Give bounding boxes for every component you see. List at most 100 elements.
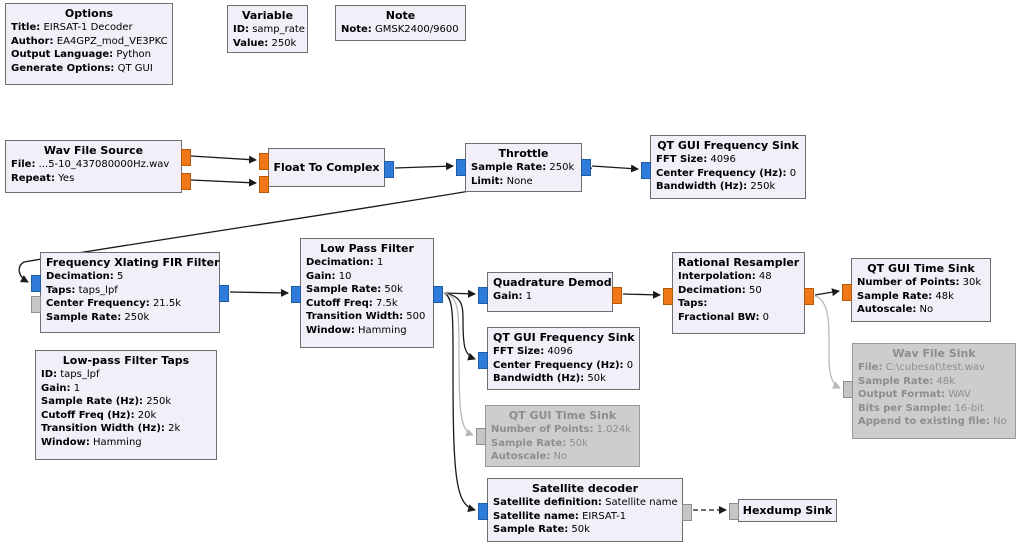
block-title: Options bbox=[64, 7, 114, 20]
block-title: Note bbox=[385, 9, 416, 22]
block-wav-file-source[interactable]: Wav File Source File: ...5-10_437080000H… bbox=[5, 140, 191, 193]
param-transition-width: Transition Width (Hz): 2k bbox=[41, 423, 181, 434]
param-id: ID: taps_lpf bbox=[41, 369, 100, 380]
port-out-float[interactable] bbox=[804, 288, 814, 305]
block-throttle[interactable]: Throttle Sample Rate: 250k Limit: None bbox=[456, 143, 591, 192]
port-in-float-0[interactable] bbox=[259, 153, 269, 170]
block-title: Low-pass Filter Taps bbox=[62, 354, 190, 367]
port-out-complex[interactable] bbox=[384, 161, 394, 178]
param-value: Value: 250k bbox=[233, 37, 297, 49]
port-in-complex[interactable] bbox=[641, 162, 651, 179]
block-qt-gui-frequency-sink-mid[interactable]: QT GUI Frequency Sink FFT Size: 4096 Cen… bbox=[478, 327, 640, 390]
block-qt-gui-time-sink[interactable]: QT GUI Time Sink Number of Points: 30k S… bbox=[842, 258, 991, 322]
block-title: Variable bbox=[241, 9, 294, 22]
port-in-float[interactable] bbox=[842, 284, 852, 301]
block-title: QT GUI Time Sink bbox=[867, 262, 975, 275]
port-in-disabled[interactable] bbox=[843, 381, 853, 398]
param-gain: Gain: 1 bbox=[41, 382, 81, 394]
param-center-frequency: Center Frequency (Hz): 0 bbox=[493, 359, 634, 371]
param-output-format: Output Format: WAV bbox=[858, 389, 971, 400]
block-title: Hexdump Sink bbox=[742, 504, 833, 517]
param-append: Append to existing file: No bbox=[858, 416, 1007, 427]
block-quadrature-demod[interactable]: Quadrature Demod Gain: 1 bbox=[478, 272, 622, 312]
param-interpolation: Interpolation: 48 bbox=[678, 271, 772, 282]
block-title: Quadrature Demod bbox=[493, 276, 612, 289]
param-taps: Taps: bbox=[678, 298, 708, 309]
param-sample-rate: Sample Rate: 250k bbox=[46, 311, 150, 323]
param-cutoff-freq: Cutoff Freq: 7.5k bbox=[306, 297, 398, 309]
block-float-to-complex[interactable]: Float To Complex bbox=[259, 148, 394, 193]
param-fractional-bw: Fractional BW: 0 bbox=[678, 311, 770, 323]
block-title: Rational Resampler bbox=[678, 256, 800, 269]
param-center-frequency: Center Frequency (Hz): 0 bbox=[656, 167, 797, 179]
param-note: Note: GMSK2400/9600 bbox=[341, 24, 459, 35]
block-qt-gui-frequency-sink-top[interactable]: QT GUI Frequency Sink FFT Size: 4096 Cen… bbox=[641, 135, 806, 199]
port-in-complex[interactable] bbox=[478, 287, 488, 304]
param-repeat: Repeat: Yes bbox=[11, 172, 75, 184]
param-taps: Taps: taps_lpf bbox=[46, 284, 118, 296]
block-note[interactable]: Note Note: GMSK2400/9600 bbox=[335, 5, 466, 41]
param-sample-rate: Sample Rate (Hz): 250k bbox=[41, 396, 172, 407]
param-autoscale: Autoscale: No bbox=[857, 304, 934, 315]
block-title: Frequency Xlating FIR Filter bbox=[46, 256, 220, 269]
block-satellite-decoder[interactable]: Satellite decoder Satellite definition: … bbox=[478, 478, 692, 542]
block-title: Low Pass Filter bbox=[320, 242, 414, 255]
param-sample-rate: Sample Rate: 50k bbox=[491, 437, 588, 449]
param-bandwidth: Bandwidth (Hz): 50k bbox=[493, 373, 606, 384]
port-in-float-1[interactable] bbox=[259, 176, 269, 193]
port-in-message-unused[interactable] bbox=[31, 296, 41, 313]
param-sample-rate: Sample Rate: 50k bbox=[493, 524, 590, 535]
port-in-message[interactable] bbox=[729, 503, 739, 520]
param-cutoff-freq: Cutoff Freq (Hz): 20k bbox=[41, 409, 157, 421]
param-transition-width: Transition Width: 500 bbox=[306, 311, 426, 322]
block-options[interactable]: Options Title: EIRSAT-1 Decoder Author: … bbox=[5, 3, 173, 85]
port-in-complex[interactable] bbox=[31, 275, 41, 292]
block-wav-file-sink-disabled[interactable]: Wav File Sink File: C:\cubesat\test.wav … bbox=[843, 343, 1016, 439]
param-fft-size: FFT Size: 4096 bbox=[656, 154, 736, 165]
block-low-pass-filter-taps[interactable]: Low-pass Filter Taps ID: taps_lpf Gain: … bbox=[35, 350, 217, 460]
port-in-complex[interactable] bbox=[478, 503, 488, 520]
port-in-complex[interactable] bbox=[456, 159, 466, 176]
port-out-float-0[interactable] bbox=[181, 149, 191, 166]
param-sample-rate: Sample Rate: 48k bbox=[857, 290, 954, 302]
param-satellite-name: Satellite name: EIRSAT-1 bbox=[493, 510, 627, 522]
param-id: ID: samp_rate bbox=[233, 24, 305, 35]
port-out-float[interactable] bbox=[612, 287, 622, 304]
block-rational-resampler[interactable]: Rational Resampler Interpolation: 48 Dec… bbox=[663, 252, 814, 334]
param-sample-rate: Sample Rate: 48k bbox=[858, 375, 955, 387]
param-decimation: Decimation: 1 bbox=[306, 257, 384, 268]
param-satellite-definition: Satellite definition: Satellite name bbox=[493, 497, 678, 508]
block-low-pass-filter[interactable]: Low Pass Filter Decimation: 1 Gain: 10 S… bbox=[291, 238, 443, 348]
port-out-message[interactable] bbox=[682, 504, 692, 521]
block-qt-gui-time-sink-disabled[interactable]: QT GUI Time Sink Number of Points: 1.024… bbox=[476, 405, 640, 467]
param-decimation: Decimation: 5 bbox=[46, 271, 124, 282]
param-output-language: Output Language: Python bbox=[11, 49, 152, 60]
port-in-float[interactable] bbox=[663, 288, 673, 305]
block-title: Wav File Sink bbox=[892, 347, 976, 360]
param-limit: Limit: None bbox=[471, 175, 533, 187]
port-in-complex[interactable] bbox=[291, 286, 301, 303]
block-variable[interactable]: Variable ID: samp_rate Value: 250k bbox=[227, 5, 308, 53]
param-file: File: C:\cubesat\test.wav bbox=[858, 362, 985, 373]
block-title: Wav File Source bbox=[43, 144, 144, 157]
param-center-frequency: Center Frequency: 21.5k bbox=[46, 298, 181, 309]
port-out-complex[interactable] bbox=[433, 286, 443, 303]
port-in-complex[interactable] bbox=[478, 352, 488, 369]
block-frequency-xlating-fir-filter[interactable]: Frequency Xlating FIR Filter Decimation:… bbox=[31, 252, 229, 333]
port-out-complex[interactable] bbox=[581, 159, 591, 176]
param-author: Author: EA4GPZ_mod_VE3PKC bbox=[11, 35, 168, 47]
port-out-float-1[interactable] bbox=[181, 173, 191, 190]
block-title: Throttle bbox=[498, 147, 549, 160]
param-file: File: ...5-10_437080000Hz.wav bbox=[11, 159, 170, 170]
param-window: Window: Hamming bbox=[41, 436, 142, 448]
param-window: Window: Hamming bbox=[306, 324, 407, 336]
param-decimation: Decimation: 50 bbox=[678, 284, 762, 296]
block-title: QT GUI Frequency Sink bbox=[657, 139, 799, 152]
param-fft-size: FFT Size: 4096 bbox=[493, 346, 573, 357]
param-autoscale: Autoscale: No bbox=[491, 451, 568, 462]
block-hexdump-sink[interactable]: Hexdump Sink bbox=[729, 499, 837, 522]
param-sample-rate: Sample Rate: 50k bbox=[306, 284, 403, 295]
port-in-disabled[interactable] bbox=[476, 428, 486, 445]
port-out-complex[interactable] bbox=[219, 285, 229, 302]
